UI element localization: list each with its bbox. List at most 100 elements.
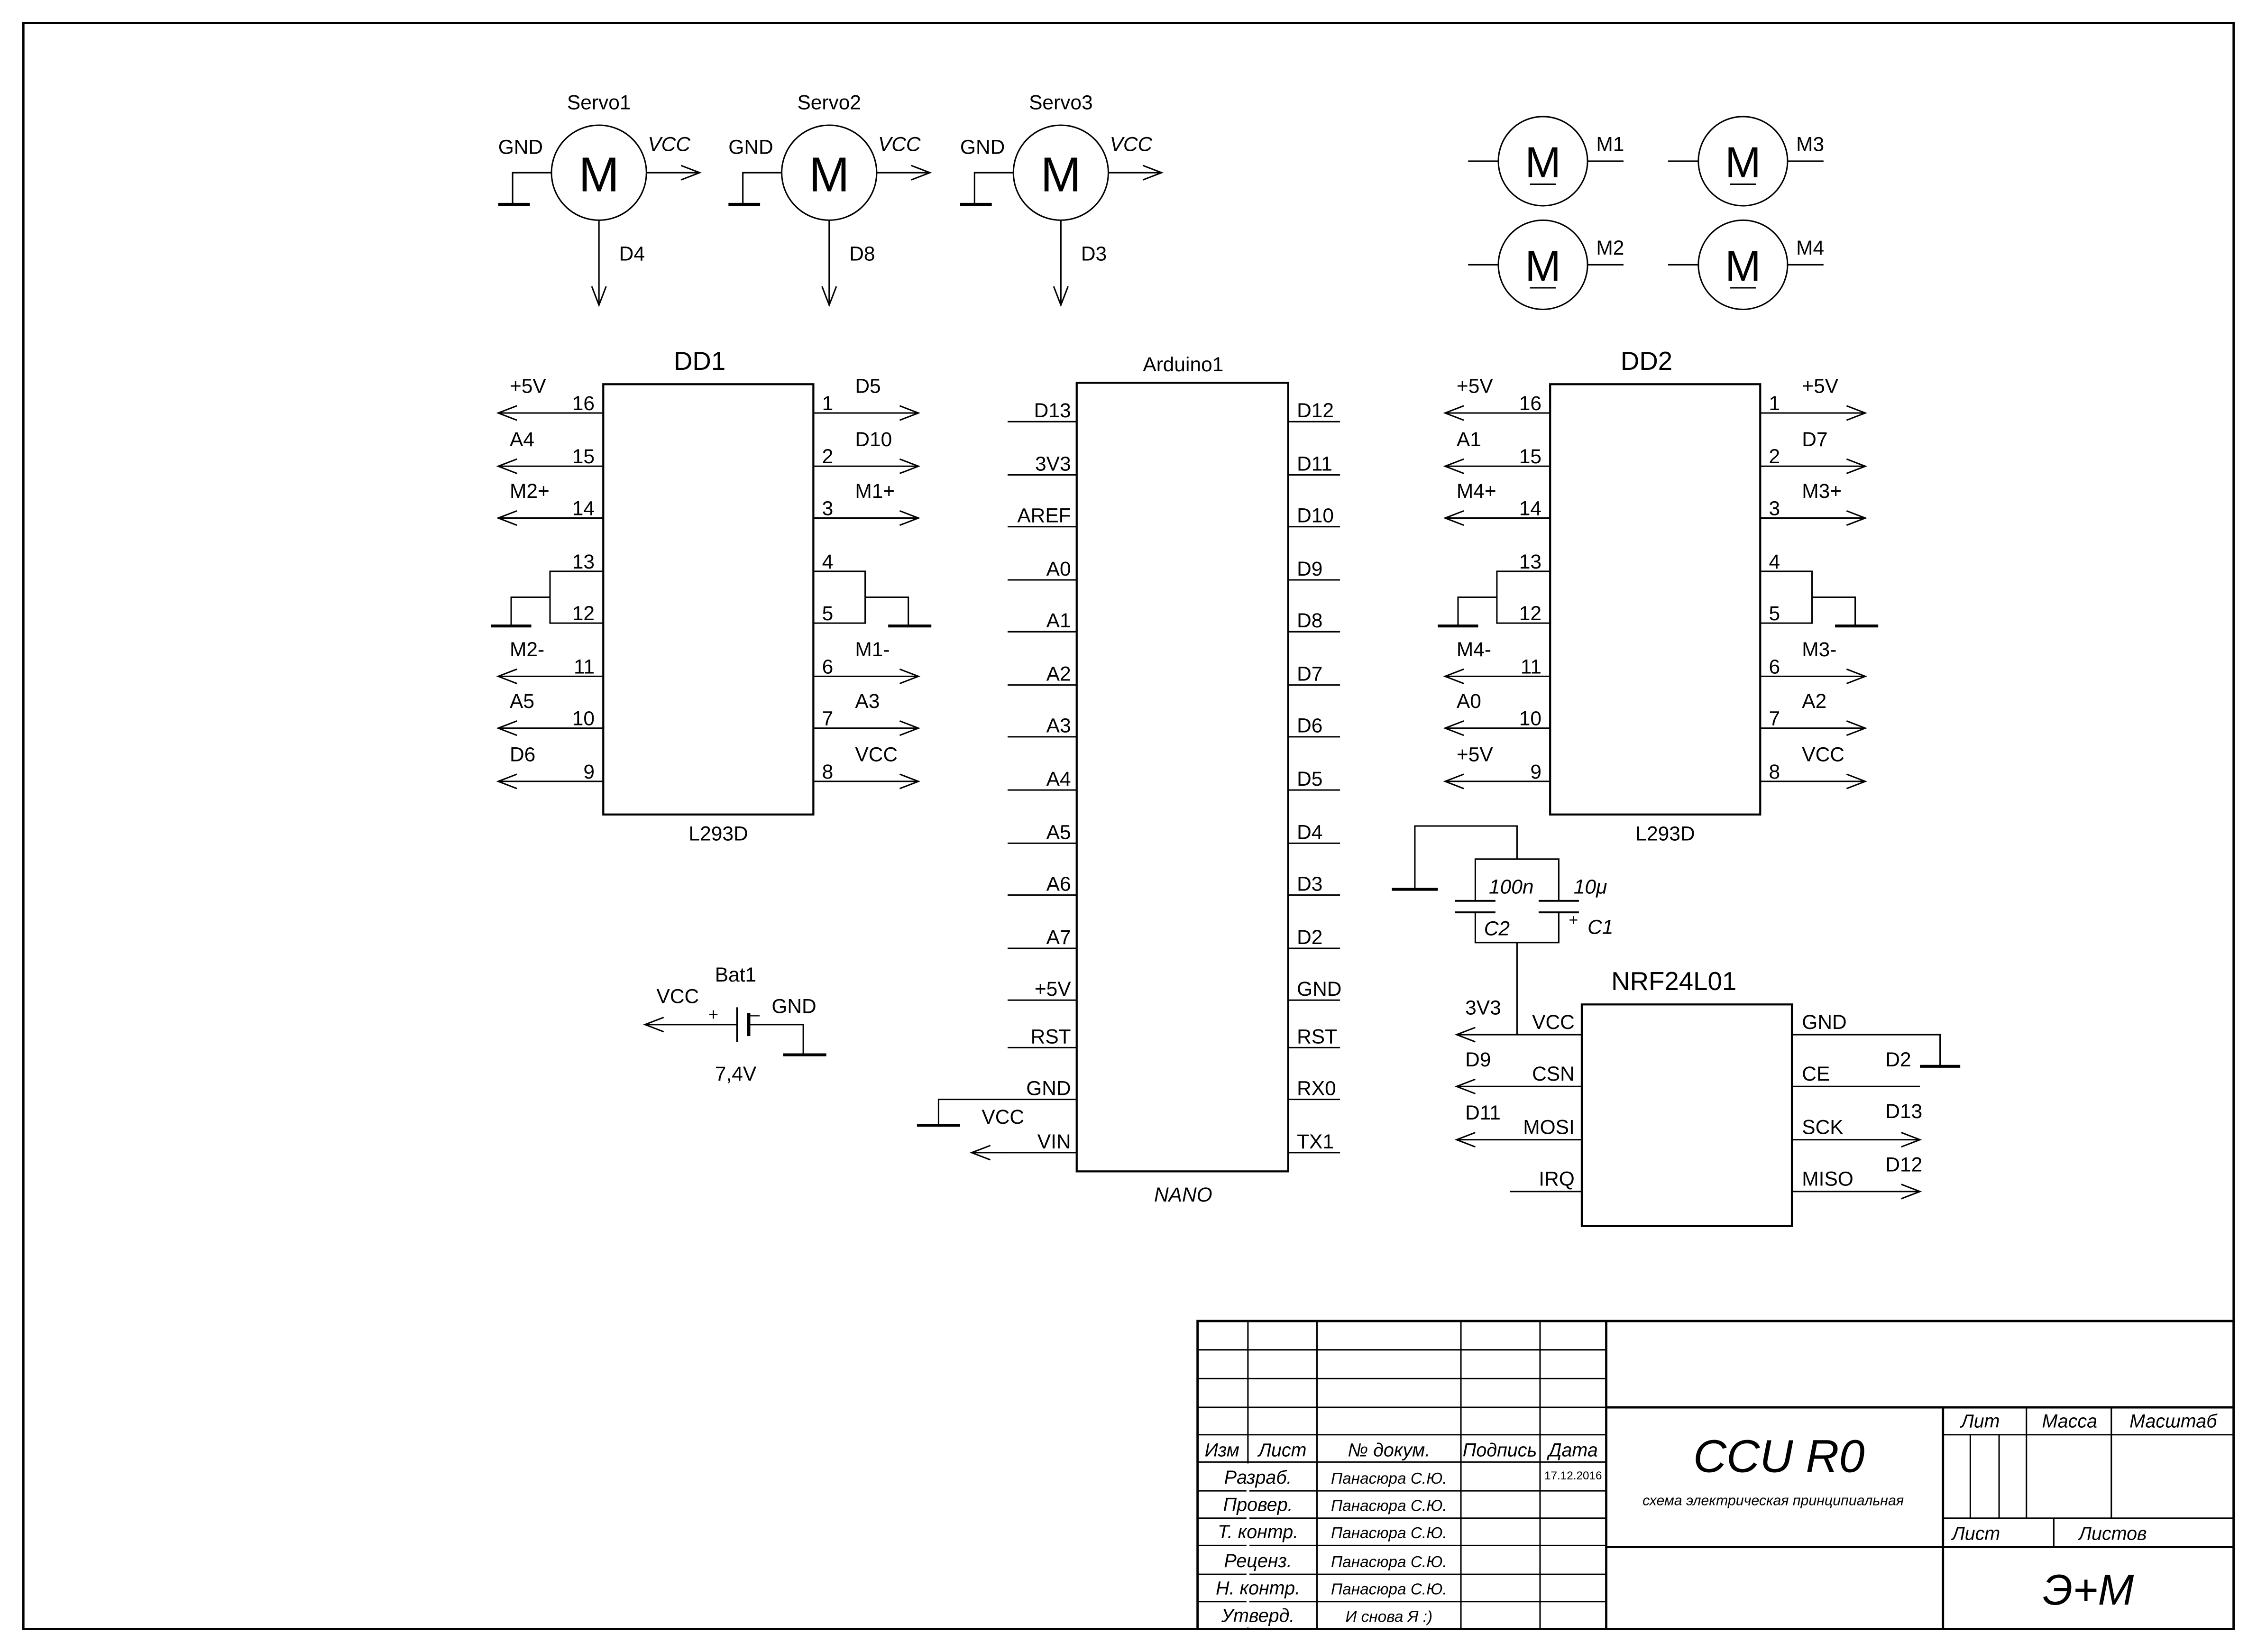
caps-gnd-wire — [1414, 825, 1518, 890]
battery-plus: + — [708, 1005, 718, 1024]
dd1-left-net-label: D6 — [510, 743, 535, 766]
arduino-right-pin-label: D8 — [1297, 610, 1322, 632]
dd2-pin-num: 7 — [1769, 708, 1780, 730]
dd2-right-net-head — [1846, 720, 1868, 736]
nrf-miso-wire-head — [1901, 1184, 1922, 1200]
dd2-pin-num: 12 — [1519, 603, 1541, 625]
nrf-left-pin-label: IRQ — [1539, 1168, 1575, 1191]
dd1-left-net-label: M2- — [510, 639, 544, 661]
schematic-wires — [491, 116, 2235, 1630]
servo2-vcc-label: VCC — [878, 134, 921, 156]
nrf-mosi-net: D11 — [1465, 1102, 1501, 1124]
motor-m4-letter: M — [1725, 242, 1761, 290]
dd2-left-net-head — [1443, 773, 1464, 789]
dd1-right-net-head — [899, 668, 921, 684]
nrf-sck-net: D13 — [1885, 1101, 1922, 1123]
servo1-signal-wire-head — [591, 286, 607, 307]
dd1-pin-num: 1 — [822, 393, 834, 415]
nrf-gnd-wire — [1792, 1034, 1941, 1066]
title-block-role: Реценз. — [1224, 1551, 1292, 1571]
dd2-left-net-label: +5V — [1457, 743, 1493, 766]
title-block-col-header: Подпись — [1463, 1440, 1537, 1460]
arduino-left-pin-label: +5V — [1035, 978, 1071, 1000]
arduino-left-pin-label: A3 — [1046, 715, 1071, 737]
nrf-body — [1580, 1003, 1793, 1227]
arduino-right-pin-label: D11 — [1297, 453, 1332, 475]
dd1-right-net-label: M1+ — [855, 480, 895, 503]
battery-minus: – — [750, 1005, 760, 1024]
nrf-left-pin-label: CSN — [1532, 1063, 1575, 1085]
title-block-col-header: № докум. — [1348, 1440, 1430, 1460]
dd2-right-net-label: VCC — [1802, 743, 1844, 766]
dd1-pin-num: 4 — [822, 551, 834, 573]
arduino-left-pin-label: AREF — [1017, 505, 1071, 527]
nrf-left-pin-label: MOSI — [1523, 1116, 1575, 1138]
dd2-pin-num: 10 — [1519, 708, 1541, 730]
dd2-pin-num: 8 — [1769, 761, 1780, 783]
nrf-csn-wire-head — [1454, 1078, 1476, 1094]
caps-top-wire — [1474, 858, 1560, 901]
servo3-signal-label: D3 — [1081, 243, 1107, 265]
drawing-frame — [22, 22, 2235, 1630]
c1-name: C1 — [1587, 917, 1613, 939]
battery-pos-wire-head — [643, 1017, 664, 1033]
dd2-body — [1549, 383, 1762, 816]
c2-name: C2 — [1484, 918, 1510, 940]
battery-value: 7,4V — [715, 1063, 757, 1085]
servo3-gnd-wire — [973, 172, 1014, 204]
title-block-role: Провер. — [1223, 1495, 1293, 1515]
dd1-left-net-head — [496, 405, 517, 421]
dd1-left-net-label: A5 — [510, 690, 534, 713]
arduino-body — [1075, 382, 1289, 1173]
arduino-right-pin-label: D2 — [1297, 927, 1322, 949]
servo1-gnd-wire — [512, 172, 552, 204]
dd1-pin-num: 12 — [572, 603, 595, 625]
dd2-left-net-head — [1443, 720, 1464, 736]
arduino-left-pin-label: A2 — [1046, 663, 1071, 685]
arduino-left-pin-label: RST — [1031, 1026, 1071, 1048]
arduino-right-pin-label: D9 — [1297, 558, 1322, 580]
dd1-right-net-head — [899, 720, 921, 736]
dd1-pin-num: 6 — [822, 656, 834, 678]
servo2-gnd-wire — [742, 172, 782, 204]
arduino-name: Arduino1 — [1143, 354, 1223, 376]
arduino-left-pin-label: A5 — [1046, 821, 1071, 844]
dd2-right-net-label: A2 — [1802, 690, 1826, 713]
servo3-vcc-label: VCC — [1110, 134, 1153, 156]
servo2-gnd-label: GND — [728, 137, 773, 159]
servo1-name: Servo1 — [567, 92, 631, 114]
motor-m2-letter: M — [1525, 242, 1561, 290]
servo3-name: Servo3 — [1029, 92, 1093, 114]
nrf-sck-wire-head — [1901, 1132, 1922, 1148]
arduino-gnd-wire — [937, 1099, 1008, 1126]
servo2-signal-label: D8 — [849, 243, 875, 265]
nrf-ce-net: D2 — [1885, 1049, 1911, 1071]
servo3-vcc-wire-head — [1142, 165, 1164, 181]
dd2-left-net-head — [1443, 458, 1464, 474]
dd1-pin-num: 14 — [572, 497, 595, 520]
title-block-name: И снова Я :) — [1345, 1608, 1432, 1625]
dd2-left-net-head — [1443, 510, 1464, 526]
dd1-right-net-label: D5 — [855, 376, 881, 398]
title-block-role: Разраб. — [1224, 1467, 1292, 1488]
motor-m1-name: M1 — [1596, 134, 1624, 156]
title-block-col-header: Дата — [1547, 1440, 1598, 1460]
dd2-pin-num: 13 — [1519, 551, 1541, 573]
dd2-pin-num: 6 — [1769, 656, 1780, 678]
dd2-right-net-label: M3- — [1802, 639, 1836, 661]
dd2-left-net-label: M4+ — [1457, 480, 1496, 503]
dd1-left-net-head — [496, 773, 517, 789]
servo2-name: Servo2 — [797, 92, 861, 114]
title-block-name: Панасюра С.Ю. — [1331, 1524, 1447, 1542]
arduino-right-pin-label: D5 — [1297, 768, 1322, 790]
dd2-pin-num: 4 — [1769, 551, 1780, 573]
motor-m3-letter: M — [1725, 138, 1761, 186]
title-block-role: Н. контр. — [1216, 1578, 1300, 1599]
nrf-vcc-net: 3V3 — [1465, 997, 1501, 1019]
dd1-pin-num: 15 — [572, 446, 595, 468]
arduino-left-pin-label: A7 — [1046, 927, 1071, 949]
dd2-left-net-label: A1 — [1457, 429, 1481, 451]
dd2-right-net-head — [1846, 510, 1868, 526]
nrf-right-pin-label: GND — [1802, 1011, 1846, 1034]
